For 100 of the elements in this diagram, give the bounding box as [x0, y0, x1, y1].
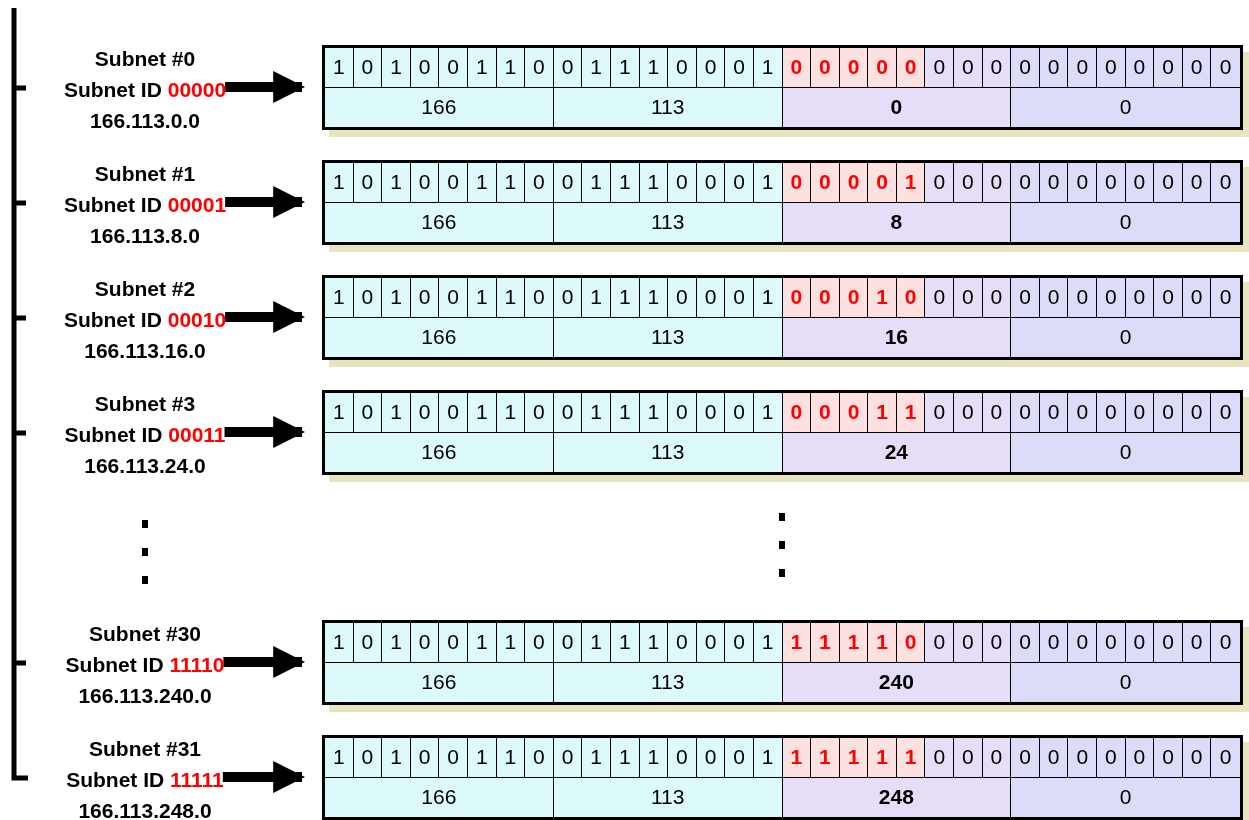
bit-cell: 1 [382, 623, 411, 663]
bit-cell: 0 [725, 163, 754, 203]
bit-cell: 0 [353, 278, 383, 318]
octet-value-cell: 240 [782, 663, 1012, 702]
bit-cell: 1 [610, 278, 640, 318]
bit-cell: 0 [954, 738, 983, 778]
bit-cell: 0 [811, 48, 840, 88]
bit-cell: 1 [639, 48, 669, 88]
bit-cell: 0 [410, 623, 440, 663]
bit-cell: 1 [582, 623, 611, 663]
bit-cell: 0 [525, 738, 554, 778]
bit-cell: 0 [439, 48, 468, 88]
bit-cell: 0 [1211, 623, 1240, 663]
bit-cell: 0 [1097, 738, 1126, 778]
bit-cell: 0 [725, 623, 754, 663]
bit-cell: 1 [639, 163, 669, 203]
bit-cell: 0 [1154, 393, 1183, 433]
network-address-text: 166.113.240.0 [78, 683, 212, 709]
bit-cell: 0 [1068, 738, 1098, 778]
bit-cell: 0 [725, 278, 754, 318]
octet-value-cell: 166 [325, 433, 554, 472]
bit-cell: 0 [725, 738, 754, 778]
bit-cell: 1 [753, 278, 783, 318]
octet-value-cell: 166 [325, 318, 554, 357]
octet-value-cell: 166 [325, 88, 554, 127]
bit-cell: 0 [410, 163, 440, 203]
bit-cell: 0 [353, 623, 383, 663]
bit-cell: 0 [954, 163, 983, 203]
bit-cell: 0 [896, 48, 926, 88]
arrow [225, 186, 306, 218]
bit-cell: 0 [1039, 393, 1069, 433]
subnet-number-text: Subnet #2 [94, 276, 196, 302]
bit-cell: 1 [610, 163, 640, 203]
bit-cell: 1 [325, 623, 354, 663]
bit-cell: 0 [525, 278, 554, 318]
bit-cell: 0 [954, 278, 983, 318]
bit-cell: 0 [782, 393, 812, 433]
subnet-number-text: Subnet #3 [94, 391, 196, 417]
bit-cell: 0 [925, 393, 955, 433]
bit-cell: 0 [1182, 278, 1212, 318]
bit-cell: 0 [1011, 278, 1040, 318]
octet-value-cell: 0 [1011, 318, 1240, 357]
bit-cell: 0 [1125, 623, 1155, 663]
bit-cell: 0 [668, 623, 697, 663]
bit-cell: 0 [982, 278, 1012, 318]
bit-cell: 0 [696, 48, 726, 88]
bit-cell: 1 [753, 163, 783, 203]
bit-cell: 1 [467, 278, 497, 318]
bit-cell: 1 [467, 738, 497, 778]
bit-cell: 1 [325, 163, 354, 203]
network-address-text: 166.113.248.0 [78, 798, 212, 820]
bit-cell: 0 [896, 623, 926, 663]
bit-cell: 1 [496, 163, 526, 203]
bit-cell: 1 [496, 623, 526, 663]
octet-value-cell: 113 [553, 663, 783, 702]
bit-cell: 0 [525, 48, 554, 88]
bit-cell: 0 [696, 278, 726, 318]
bit-cell: 1 [582, 163, 611, 203]
octet-value-cell: 24 [782, 433, 1012, 472]
bit-cell: 1 [639, 738, 669, 778]
octet-value-cell: 113 [553, 203, 783, 242]
bit-cell: 0 [1182, 623, 1212, 663]
bit-cell: 1 [782, 623, 812, 663]
bit-cell: 1 [382, 278, 411, 318]
bit-cell: 0 [668, 163, 697, 203]
bit-cell: 0 [553, 278, 583, 318]
bit-cell: 0 [1182, 738, 1212, 778]
bit-cell: 1 [325, 48, 354, 88]
bit-cell: 1 [382, 163, 411, 203]
bit-cell: 0 [839, 48, 869, 88]
bit-cell: 0 [811, 278, 840, 318]
bit-cell: 1 [868, 278, 897, 318]
bit-cell: 1 [868, 623, 897, 663]
bit-cell: 0 [439, 623, 468, 663]
arrow [222, 761, 306, 793]
bit-cell: 1 [325, 278, 354, 318]
bit-cell: 0 [525, 163, 554, 203]
bit-cell: 1 [610, 738, 640, 778]
octet-value-cell: 113 [553, 88, 783, 127]
bit-cell: 1 [610, 48, 640, 88]
bit-cell: 0 [982, 623, 1012, 663]
bit-cell: 1 [753, 48, 783, 88]
bit-cell: 1 [839, 623, 869, 663]
bit-cell: 0 [1011, 48, 1040, 88]
bit-cell: 0 [668, 393, 697, 433]
bit-cell: 0 [439, 163, 468, 203]
bit-cell: 1 [639, 623, 669, 663]
bit-cell: 1 [610, 623, 640, 663]
bit-cell: 1 [639, 278, 669, 318]
bit-cell: 0 [982, 393, 1012, 433]
bit-cell: 0 [353, 393, 383, 433]
bit-cell: 1 [811, 623, 840, 663]
bit-cell: 0 [353, 48, 383, 88]
bit-cell: 0 [1011, 163, 1040, 203]
bit-cell: 0 [954, 393, 983, 433]
bit-cell: 0 [1211, 393, 1240, 433]
subnet-id-text: Subnet ID 00000 [63, 77, 227, 103]
bit-cell: 0 [353, 738, 383, 778]
bit-cell: 0 [1125, 738, 1155, 778]
bit-cell: 0 [439, 738, 468, 778]
